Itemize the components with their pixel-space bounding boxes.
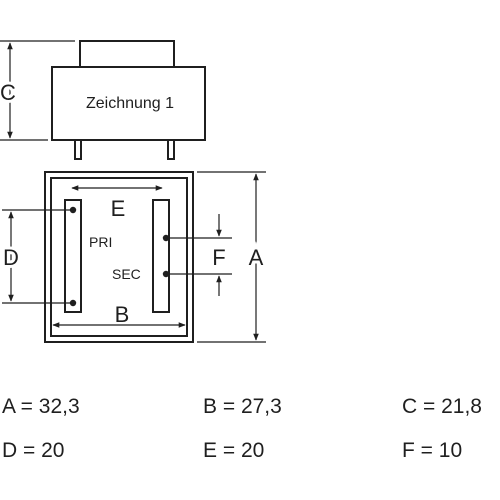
dimension-a (197, 171, 266, 343)
primary-pin-block (64, 199, 82, 313)
secondary-label: SEC (112, 266, 141, 282)
dimension-b-label: B (115, 302, 130, 327)
side-view-body (51, 66, 206, 141)
side-view-pin-right (167, 139, 175, 160)
dimension-value-f: F = 10 (402, 439, 463, 462)
dimension-value-e: E = 20 (203, 439, 265, 462)
dimension-f (166, 214, 232, 296)
top-view-outer-frame (44, 171, 194, 343)
side-view-top-block (79, 40, 175, 68)
primary-pin-top (69, 206, 77, 214)
dimension-a-label: A (249, 245, 264, 270)
side-view (51, 40, 206, 160)
dimension-c (0, 40, 75, 141)
side-view-pin-left (74, 139, 82, 160)
primary-pin-bottom (69, 299, 77, 307)
drawing-title: Zeichnung 1 (86, 95, 174, 112)
dimension-c-label: C (0, 80, 16, 105)
dimension-f-label: F (212, 245, 225, 270)
dimension-value-b: B = 27,3 (203, 395, 282, 418)
secondary-pin-block (152, 199, 170, 313)
primary-label: PRI (89, 234, 112, 250)
dimension-value-a: A = 32,3 (2, 395, 80, 418)
top-view-inner-frame (50, 177, 188, 337)
dimension-d (2, 209, 70, 304)
dimension-d-label: D (3, 245, 19, 270)
pin-dots (69, 206, 170, 307)
dimension-value-c: C = 21,8 (402, 395, 482, 418)
dimension-value-d: D = 20 (2, 439, 65, 462)
dimension-e-label: E (111, 196, 126, 221)
top-view (44, 171, 194, 343)
